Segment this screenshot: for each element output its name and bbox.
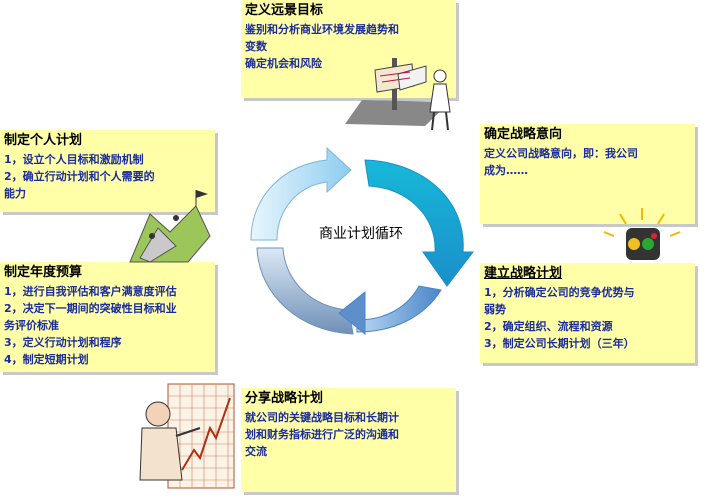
box-line: 2，确立行动计划和个人需要的 [4, 170, 155, 183]
arrow-right [364, 159, 475, 287]
box-title: 分享战略计划 [245, 391, 324, 406]
arrowhead-bottom [338, 290, 366, 336]
arrow-upper-left [250, 146, 352, 241]
box-line: 就公司的关键战略目标和长期计 [245, 411, 399, 424]
box-line: 务评价标准 [4, 319, 59, 332]
box-line: 划和财务指标进行广泛的沟通和 [245, 428, 399, 441]
box-annual-budget: 制定年度预算 1，进行自我评估和客户满意度评估 2，决定下一期间的突破性目标和业… [0, 262, 215, 372]
box-line: 1，分析确定公司的竞争优势与 [484, 286, 635, 299]
box-build-strategic-plan: 建立战略计划 1，分析确定公司的竞争优势与 弱势 2，确定组织、流程和资源 3，… [480, 263, 695, 363]
box-line: 成为…… [484, 164, 528, 177]
box-line: 4，制定短期计划 [4, 353, 89, 366]
box-define-vision: 定义远景目标 鉴别和分析商业环境发展趋势和 变数 确定机会和风险 [241, 0, 456, 98]
box-title: 确定战略意向 [484, 127, 563, 142]
box-line: 2，决定下一期间的突破性目标和业 [4, 302, 177, 315]
cycle-center-label: 商业计划循环 [319, 226, 403, 242]
box-line: 1，设立个人目标和激励机制 [4, 153, 144, 166]
box-line: 弱势 [484, 303, 506, 316]
presenter-chart-icon [139, 383, 235, 489]
box-line: 3，制定公司长期计划（三年） [484, 337, 635, 350]
box-line: 能力 [4, 187, 26, 200]
box-title: 建立战略计划 [484, 266, 563, 281]
box-line: 3，定义行动计划和程序 [4, 336, 122, 349]
box-line: 1，进行自我评估和客户满意度评估 [4, 285, 177, 298]
box-line: 交流 [245, 445, 267, 458]
arrow-lower-left [256, 247, 354, 335]
box-personal-plan: 制定个人计划 1，设立个人目标和激励机制 2，确立行动计划和个人需要的 能力 [0, 130, 215, 212]
box-line: 2，确定组织、流程和资源 [484, 320, 613, 333]
box-line: 定义公司战略意向，即：我公司 [484, 147, 638, 160]
box-share-strategic-plan: 分享战略计划 就公司的关键战略目标和长期计 划和财务指标进行广泛的沟通和 交流 [241, 388, 456, 492]
box-strategic-intent: 确定战略意向 定义公司战略意向，即：我公司 成为…… [480, 124, 695, 224]
box-title: 制定年度预算 [4, 265, 83, 280]
box-line: 变数 [245, 40, 267, 53]
cycle-arrows [250, 146, 475, 336]
box-line: 鉴别和分析商业环境发展趋势和 [245, 23, 399, 36]
box-title: 制定个人计划 [4, 133, 83, 148]
arrow-bottom [356, 285, 442, 333]
box-title: 定义远景目标 [245, 3, 324, 18]
box-line: 确定机会和风险 [245, 57, 322, 70]
